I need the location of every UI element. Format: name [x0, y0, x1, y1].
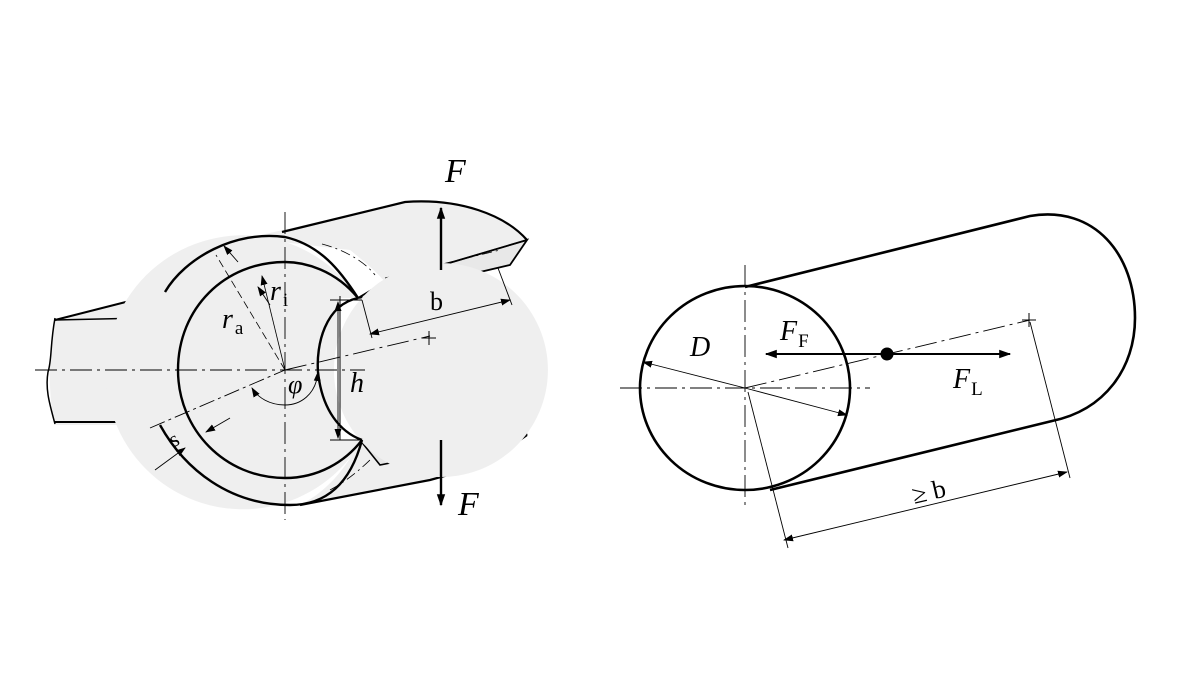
axial-force-symbol: F — [952, 364, 971, 395]
length-extension-1 — [747, 391, 789, 549]
length-extension-2 — [1029, 321, 1071, 479]
angle-arc — [251, 371, 321, 406]
outer-radius-line — [215, 254, 286, 371]
force-bottom-label: F — [457, 486, 480, 523]
width-label: b — [430, 287, 443, 316]
height-label: h — [350, 368, 364, 399]
axial-force-label: FL — [952, 364, 983, 400]
upper-jaw-hidden-arc — [321, 243, 376, 276]
diameter-line-right — [744, 387, 848, 417]
outer-radius-subscript: a — [235, 318, 244, 339]
upper-jaw-top-edge — [281, 200, 528, 241]
lower-jaw-hidden-arc — [329, 457, 373, 491]
cylinder-outline — [744, 213, 1137, 492]
cylinder-drawing: D FF FL ≥ b — [620, 213, 1137, 549]
inner-radius-leader — [257, 286, 271, 306]
angle-label: φ — [288, 370, 302, 399]
thickness-arrow-1 — [154, 447, 186, 471]
friction-force-symbol: F — [779, 316, 798, 347]
ring-outer-contour — [158, 234, 364, 507]
diameter-line-left — [642, 360, 746, 389]
outer-radius-leader — [223, 245, 239, 263]
axial-force-subscript: L — [971, 379, 983, 400]
upper-jaw-top-face — [248, 201, 527, 282]
length-label: ≥ b — [909, 474, 948, 510]
inner-radius-subscript: i — [283, 290, 288, 311]
axis-centerline — [284, 335, 431, 371]
force-top-label: F — [444, 153, 467, 190]
inner-radius-symbol: r — [270, 276, 281, 307]
friction-force-label: FF — [779, 316, 809, 352]
force-application-point — [880, 347, 894, 361]
friction-force-subscript: F — [798, 331, 809, 352]
b-dimension-line — [369, 298, 511, 336]
length-dimension-line — [783, 470, 1068, 542]
thickness-arrow-2 — [205, 417, 231, 433]
handle-break-line — [46, 317, 56, 425]
cyl-axis-end-cross — [1022, 313, 1036, 327]
diameter-label: D — [689, 332, 710, 363]
outer-radius-symbol: r — [222, 304, 233, 335]
